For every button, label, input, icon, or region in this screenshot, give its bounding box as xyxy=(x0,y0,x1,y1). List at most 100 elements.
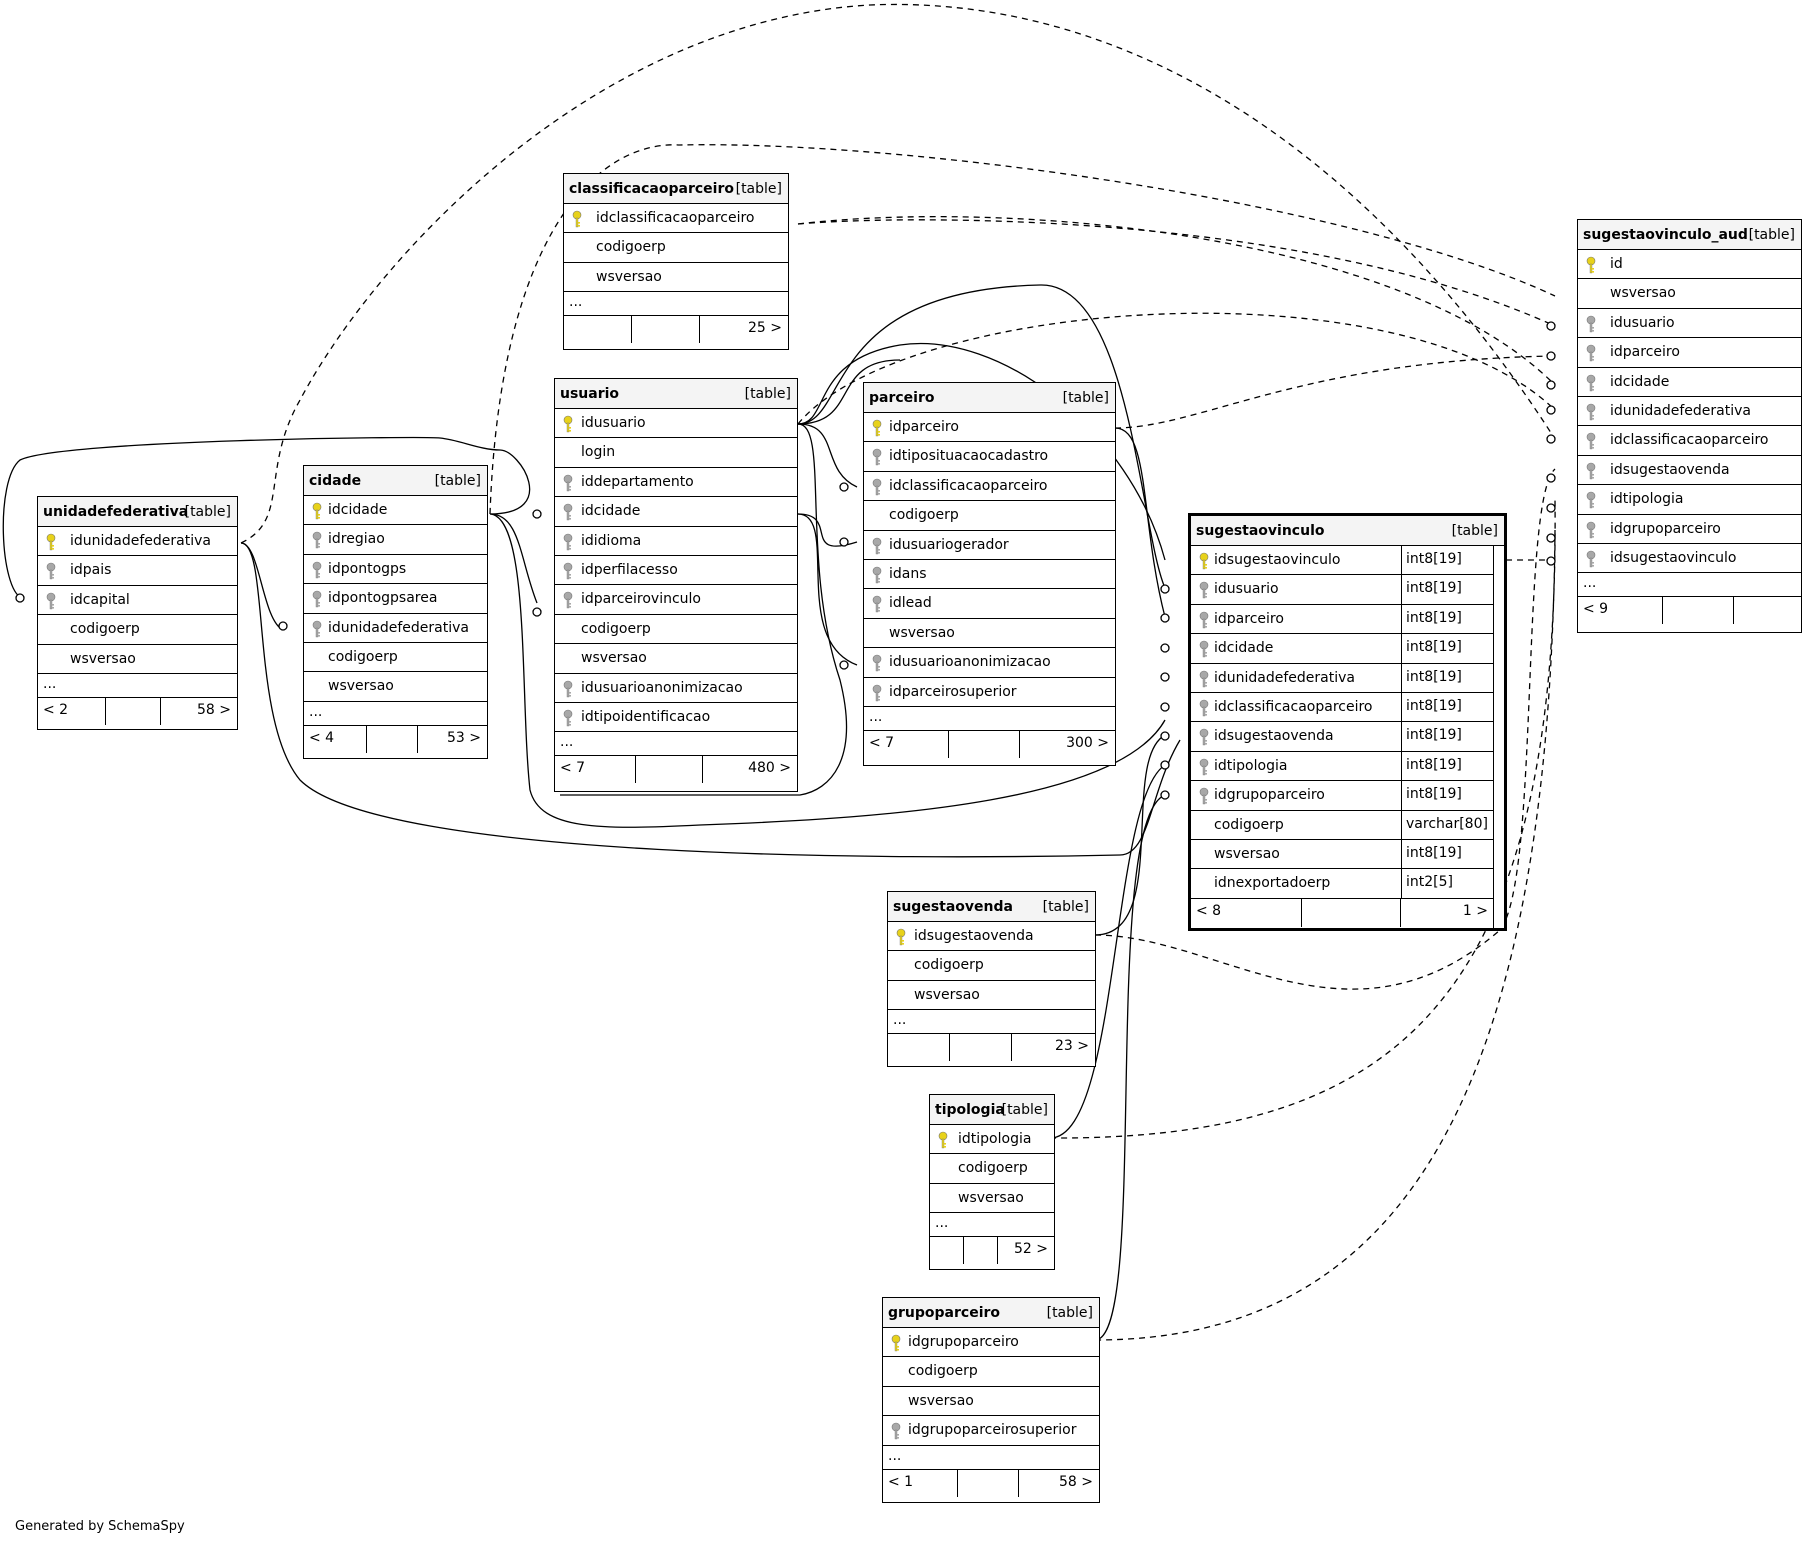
table-header: parceiro [table] xyxy=(864,383,1115,413)
column-row[interactable]: ididioma xyxy=(555,527,797,556)
children-count[interactable]: 58 > xyxy=(1059,1473,1093,1490)
column-row[interactable]: wsversao xyxy=(883,1387,1099,1417)
column-row[interactable]: idunidadefederativa xyxy=(38,527,237,557)
column-row[interactable]: codigoerp xyxy=(864,501,1115,531)
column-row[interactable]: idcidade xyxy=(1578,368,1801,397)
parents-count[interactable]: < 1 xyxy=(888,1473,914,1490)
column-row[interactable]: idunidadefederativa xyxy=(304,614,487,643)
column-row[interactable]: idpontogps xyxy=(304,555,487,585)
column-row[interactable]: idusuario xyxy=(555,409,797,439)
table-sugestaovenda[interactable]: sugestaovenda [table] idsugestaovenda co… xyxy=(887,891,1096,1067)
column-row[interactable]: codigoerp xyxy=(555,615,797,645)
column-row[interactable]: idparceirovinculo xyxy=(555,585,797,615)
children-count[interactable]: 300 > xyxy=(1066,734,1109,751)
column-row[interactable]: idclassificacaoparceiro xyxy=(1578,426,1801,456)
column-row[interactable]: wsversao xyxy=(38,645,237,674)
table-classificacaoparceiro[interactable]: classificacaoparceiro [table] idclassifi… xyxy=(563,173,789,350)
table-sugestaovinculo[interactable]: sugestaovinculo [table] idsugestaovincul… xyxy=(1188,513,1507,931)
column-row[interactable]: wsversao xyxy=(555,644,797,674)
column-row[interactable]: codigoerp xyxy=(564,233,788,263)
table-sugestaovinculo-aud[interactable]: sugestaovinculo_aud [table] id wsversao … xyxy=(1577,219,1802,633)
column-row[interactable]: codigoerp xyxy=(304,643,487,673)
table-usuario[interactable]: usuario [table] idusuario login iddepart… xyxy=(554,378,798,792)
parents-count[interactable]: < 9 xyxy=(1583,601,1609,618)
column-row[interactable]: login xyxy=(555,438,797,468)
table-cidade[interactable]: cidade [table] idcidade idregiao idponto… xyxy=(303,465,488,759)
column-row[interactable]: wsversao xyxy=(864,619,1115,649)
more-columns: ... xyxy=(38,674,237,698)
column-row[interactable]: wsversao xyxy=(1578,279,1801,309)
parents-count[interactable]: < 7 xyxy=(869,734,895,751)
column-row[interactable]: idsugestaovenda xyxy=(1578,456,1801,486)
column-row[interactable]: idans xyxy=(864,560,1115,590)
column-row[interactable]: idcidade xyxy=(555,497,797,527)
parents-count[interactable]: < 2 xyxy=(43,701,69,718)
column-row[interactable]: codigoerp xyxy=(930,1154,1054,1184)
column-row[interactable]: codigoerp xyxy=(883,1357,1099,1387)
column-row[interactable]: idgrupoparceirosuperior xyxy=(883,1416,1099,1446)
parents-count[interactable]: < 4 xyxy=(309,729,335,746)
column-row[interactable]: id xyxy=(1578,250,1801,280)
column-name: codigoerp xyxy=(889,507,959,524)
column-row[interactable]: wsversao xyxy=(564,263,788,293)
column-row[interactable]: idparceiro xyxy=(1578,338,1801,368)
table-tipologia[interactable]: tipologia [table] idtipologia codigoerp … xyxy=(929,1094,1055,1270)
parents-count[interactable]: < 8 xyxy=(1196,902,1222,919)
column-row[interactable]: wsversao xyxy=(304,672,487,702)
parents-count[interactable]: < 7 xyxy=(560,760,586,777)
column-row[interactable]: idpais xyxy=(38,556,237,586)
column-row[interactable]: wsversao xyxy=(888,981,1095,1011)
column-row[interactable]: wsversao xyxy=(930,1184,1054,1214)
column-row[interactable]: idperfilacesso xyxy=(555,556,797,586)
column-row[interactable]: idgrupoparceiro xyxy=(1578,515,1801,544)
column-row[interactable]: idlead xyxy=(864,589,1115,619)
column-row[interactable]: idunidadefederativa xyxy=(1578,397,1801,427)
children-count[interactable]: 25 > xyxy=(748,320,782,337)
children-count[interactable]: 1 > xyxy=(1462,902,1488,919)
column-row[interactable]: codigoerp xyxy=(888,951,1095,981)
column-row[interactable]: idtipologia xyxy=(1578,485,1801,515)
children-count[interactable]: 23 > xyxy=(1055,1038,1089,1055)
column-row[interactable]: idsugestaovenda xyxy=(888,922,1095,952)
column-row[interactable]: idtipoidentificacao xyxy=(555,703,797,733)
column-row[interactable]: idpontogpsarea xyxy=(304,584,487,614)
table-unidadefederativa[interactable]: unidadefederativa [table] idunidadefeder… xyxy=(37,496,238,730)
column-row[interactable]: idusuariogerador xyxy=(864,531,1115,560)
column-row[interactable]: idgrupoparceiro xyxy=(883,1328,1099,1358)
column-name: idgrupoparceiro xyxy=(1214,787,1325,804)
column-row[interactable]: idsugestaovinculo xyxy=(1578,544,1801,574)
column-row[interactable]: idusuario xyxy=(1578,309,1801,339)
table-header: grupoparceiro [table] xyxy=(883,1298,1099,1328)
column-row[interactable]: idparceiro xyxy=(864,413,1115,443)
column-row[interactable]: idcapital xyxy=(38,586,237,616)
column-row[interactable]: codigoerp xyxy=(38,615,237,645)
column-row[interactable]: idregiao xyxy=(304,525,487,555)
column-row[interactable]: idclassificacaoparceiro xyxy=(564,204,788,234)
children-count[interactable]: 480 > xyxy=(748,760,791,777)
column-row[interactable]: idclassificacaoparceiro xyxy=(864,472,1115,502)
column-row[interactable]: iddepartamento xyxy=(555,468,797,498)
column-row[interactable]: idtiposituacaocadastro xyxy=(864,442,1115,472)
children-count[interactable]: 52 > xyxy=(1014,1241,1048,1258)
column-row[interactable]: idtipologia xyxy=(930,1125,1054,1155)
column-row[interactable]: idparceirosuperior xyxy=(864,678,1115,707)
children-count[interactable]: 53 > xyxy=(447,729,481,746)
column-row[interactable]: idusuarioanonimizacao xyxy=(555,674,797,703)
column-row[interactable]: idusuarioanonimizacao xyxy=(864,648,1115,678)
children-count[interactable]: 58 > xyxy=(197,701,231,718)
table-parceiro[interactable]: parceiro [table] idparceiro idtiposituac… xyxy=(863,382,1116,766)
table-grupoparceiro[interactable]: grupoparceiro [table] idgrupoparceiro co… xyxy=(882,1297,1100,1503)
column-row[interactable]: idcidade xyxy=(304,496,487,526)
